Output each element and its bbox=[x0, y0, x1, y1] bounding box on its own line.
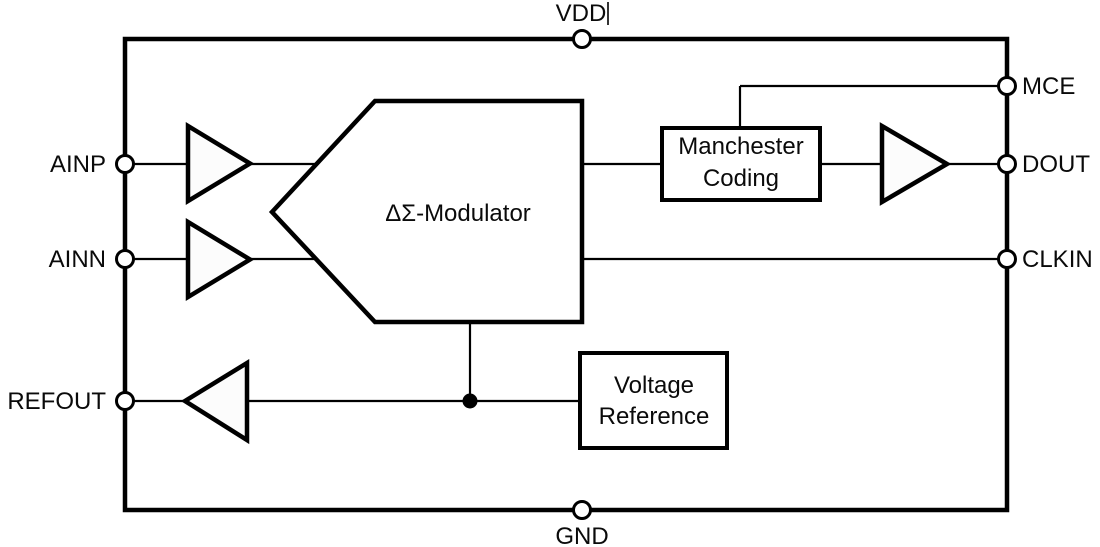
pin-ainn bbox=[115, 249, 135, 269]
manchester-block-label-line2: Coding bbox=[703, 165, 779, 192]
pin-label-ainn: AINN bbox=[49, 246, 106, 273]
pin-label-dout: DOUT bbox=[1022, 151, 1090, 178]
pin-ainp bbox=[115, 154, 135, 174]
pin-label-vdd: VDD bbox=[556, 0, 607, 27]
pin-label-refout: REFOUT bbox=[7, 388, 106, 415]
pin-clkin bbox=[997, 249, 1017, 269]
pin-label-gnd: GND bbox=[555, 523, 608, 547]
ainp-input-buffer-icon bbox=[185, 122, 255, 205]
junction-dot bbox=[462, 393, 478, 409]
pin-label-ainp: AINP bbox=[50, 151, 106, 178]
dout-output-buffer-icon bbox=[879, 122, 952, 206]
pin-mce bbox=[997, 76, 1017, 96]
manchester-block-label-line1: Manchester bbox=[678, 133, 803, 160]
manchester-coding-block bbox=[660, 126, 822, 202]
pin-label-mce: MCE bbox=[1022, 73, 1075, 100]
voltage-reference-label-line1: Voltage bbox=[614, 372, 694, 399]
pin-vdd bbox=[572, 29, 592, 49]
pin-label-clkin: CLKIN bbox=[1022, 246, 1093, 273]
refout-output-buffer-icon bbox=[180, 358, 250, 445]
modulator-block-label: ΔΣ-Modulator bbox=[385, 200, 531, 227]
voltage-reference-label-line2: Reference bbox=[599, 403, 710, 430]
pin-gnd bbox=[572, 500, 592, 520]
voltage-reference-block bbox=[578, 351, 729, 450]
ainn-input-buffer-icon bbox=[185, 218, 255, 301]
modulator-block bbox=[268, 98, 585, 325]
pin-refout bbox=[115, 391, 135, 411]
pin-dout bbox=[997, 154, 1017, 174]
